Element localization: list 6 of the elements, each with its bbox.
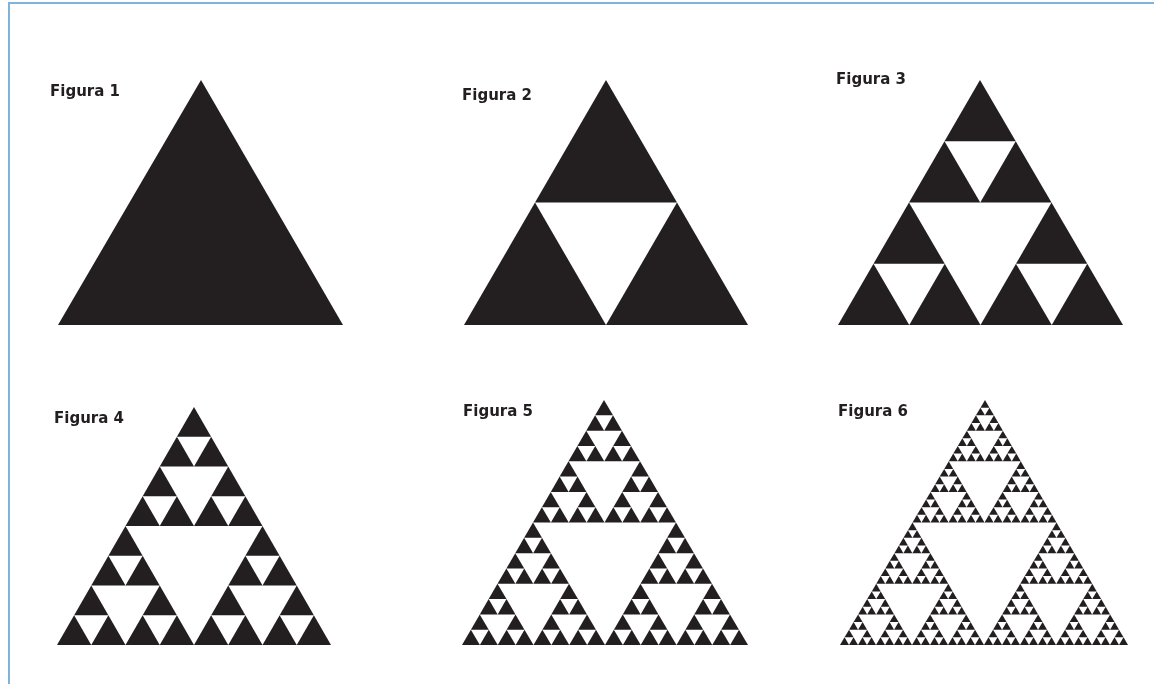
figure-label: Figura 3 — [836, 70, 906, 88]
figure-label: Figura 6 — [838, 402, 908, 420]
figure-label: Figura 2 — [462, 86, 532, 104]
figure-label: Figura 1 — [50, 82, 120, 100]
figure-label: Figura 4 — [54, 409, 124, 427]
figure-label: Figura 5 — [463, 402, 533, 420]
